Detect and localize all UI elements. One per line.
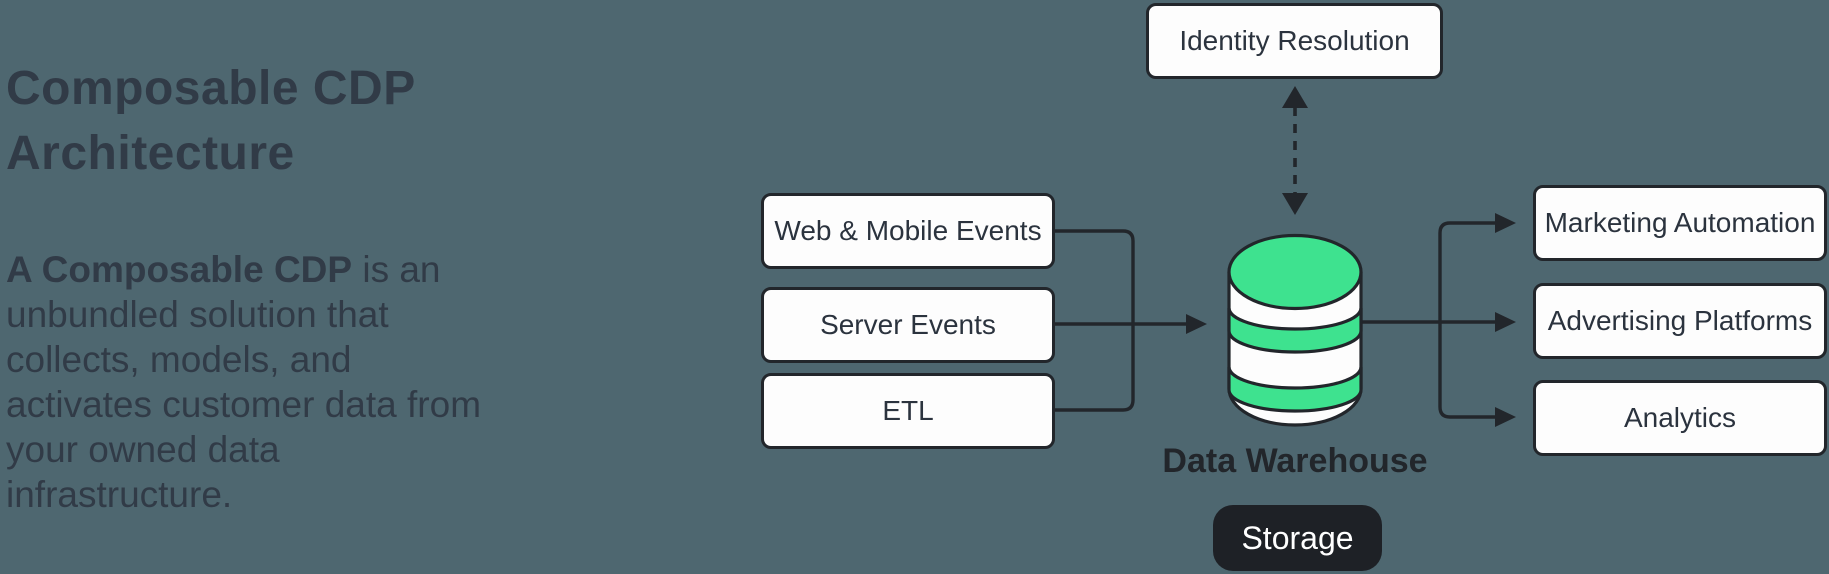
data-warehouse-label: Data Warehouse: [1162, 442, 1428, 480]
database-cylinder-icon: [1227, 233, 1363, 427]
dashed-double-arrow-icon: [1282, 86, 1308, 215]
destination-box-advertising-platforms: Advertising Platforms: [1533, 283, 1827, 359]
description-lead-bold: A Composable CDP: [6, 249, 353, 290]
page-title-line-2: Architecture: [6, 127, 295, 180]
source-box-etl: ETL: [761, 373, 1055, 449]
destination-box-label: Marketing Automation: [1544, 207, 1816, 238]
destination-connector-lines: [1361, 221, 1496, 419]
source-box-label: Web & Mobile Events: [774, 215, 1042, 246]
page-title: Composable CDP Architecture: [6, 56, 416, 186]
storage-badge-label: Storage: [1241, 519, 1354, 556]
destination-box-label: Advertising Platforms: [1547, 305, 1813, 336]
source-box-label: Server Events: [820, 309, 996, 340]
page-title-line-1: Composable CDP: [6, 62, 416, 115]
source-box-web-mobile-events: Web & Mobile Events: [761, 193, 1055, 269]
identity-resolution-label: Identity Resolution: [1179, 25, 1410, 56]
source-box-label: ETL: [882, 395, 934, 426]
arrowheads-into-destinations-icon: [1495, 213, 1516, 427]
source-box-server-events: Server Events: [761, 287, 1055, 363]
destination-box-marketing-automation: Marketing Automation: [1533, 185, 1827, 261]
description-paragraph: A Composable CDP is an unbundled solutio…: [6, 247, 498, 517]
identity-resolution-box: Identity Resolution: [1146, 3, 1443, 79]
storage-badge: Storage: [1213, 505, 1382, 571]
description-body: is an unbundled solution that collects, …: [6, 249, 482, 515]
destination-box-analytics: Analytics: [1533, 380, 1827, 456]
destination-box-label: Analytics: [1623, 402, 1737, 433]
arrowhead-into-warehouse-icon: [1186, 314, 1207, 334]
source-connector-lines: [1055, 229, 1188, 412]
